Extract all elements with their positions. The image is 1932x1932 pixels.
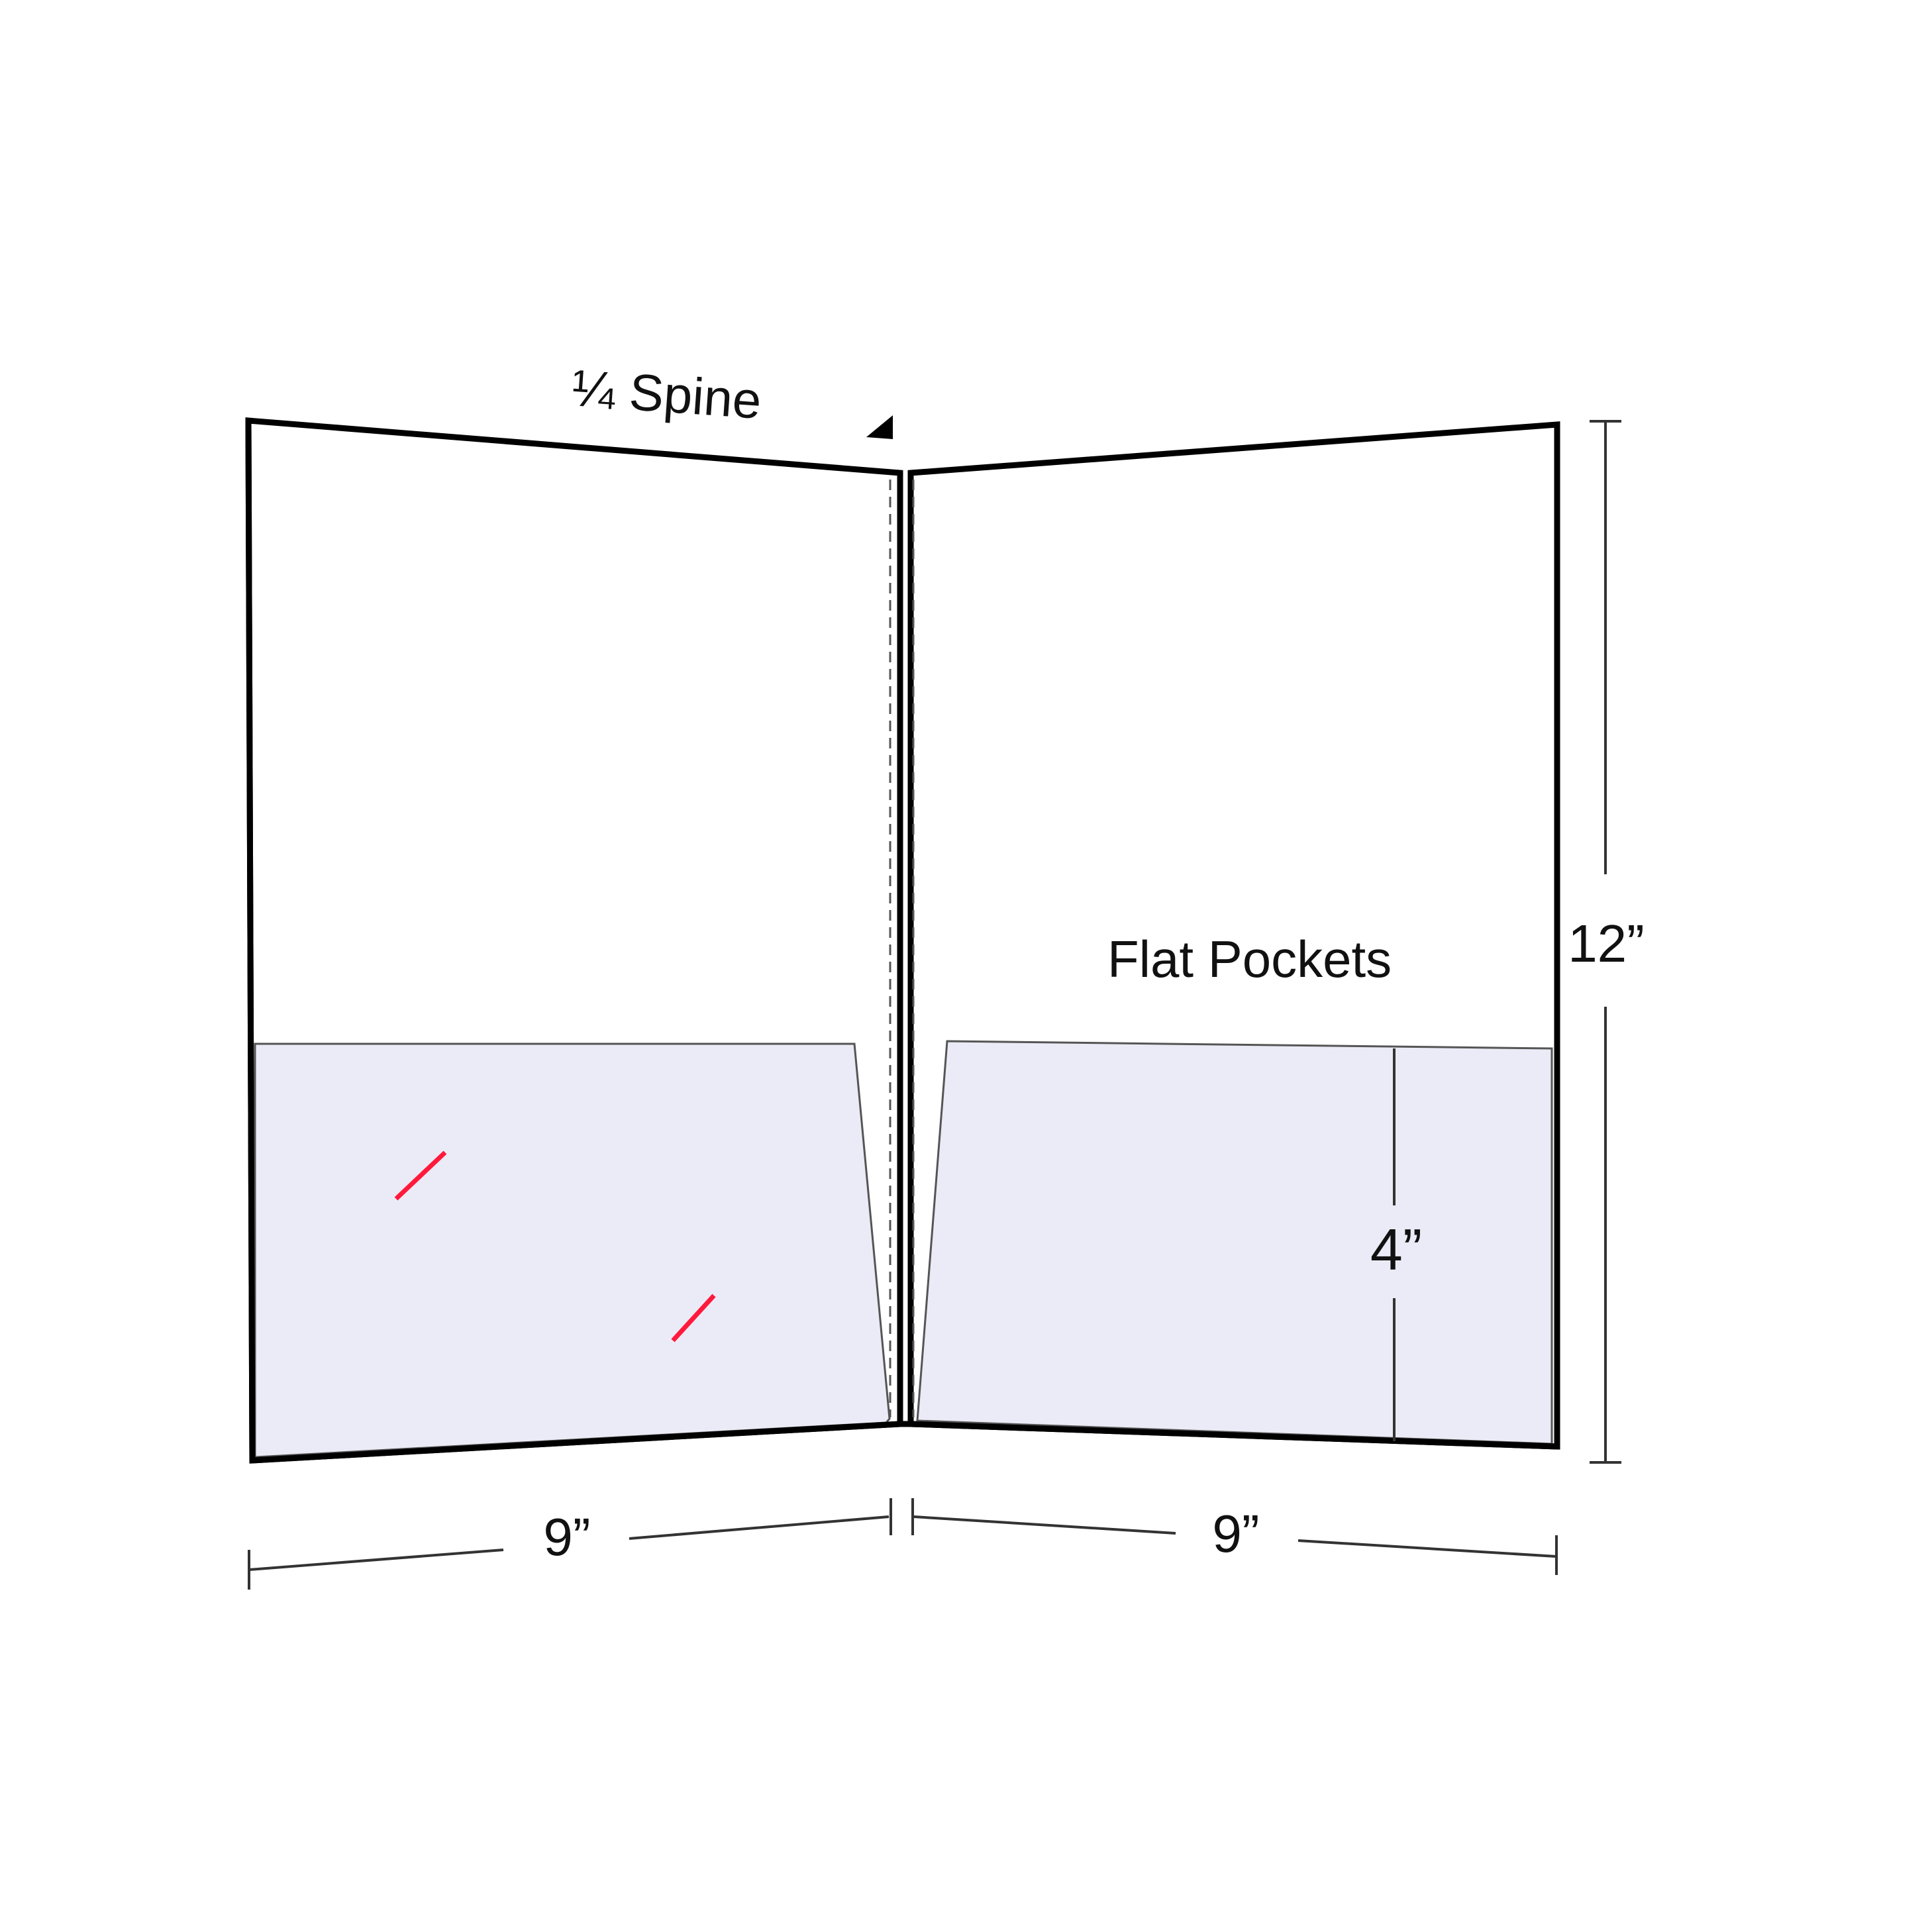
- left-width-label: 9”: [543, 1507, 590, 1566]
- right-width-line-a: [913, 1515, 1176, 1535]
- pocket-height-label: 4”: [1370, 1217, 1422, 1282]
- spine-arrow-icon: [866, 415, 893, 439]
- right-width-label: 9”: [1212, 1504, 1259, 1563]
- left-width-line-a: [248, 1549, 504, 1571]
- left-width-line-b: [629, 1515, 890, 1540]
- spine-label: ¼ Spine: [570, 358, 764, 430]
- left-outer-edge: [245, 420, 256, 1461]
- card-slit: [394, 1150, 447, 1201]
- card-slit: [671, 1294, 716, 1343]
- flat-pockets-label: Flat Pockets: [1107, 930, 1392, 988]
- right-pocket: [916, 1040, 1553, 1445]
- height-label: 12”: [1568, 914, 1645, 973]
- left-pocket: [254, 1042, 891, 1458]
- right-width-line-b: [1297, 1539, 1557, 1558]
- folder-bottom-edge: [252, 1421, 1558, 1464]
